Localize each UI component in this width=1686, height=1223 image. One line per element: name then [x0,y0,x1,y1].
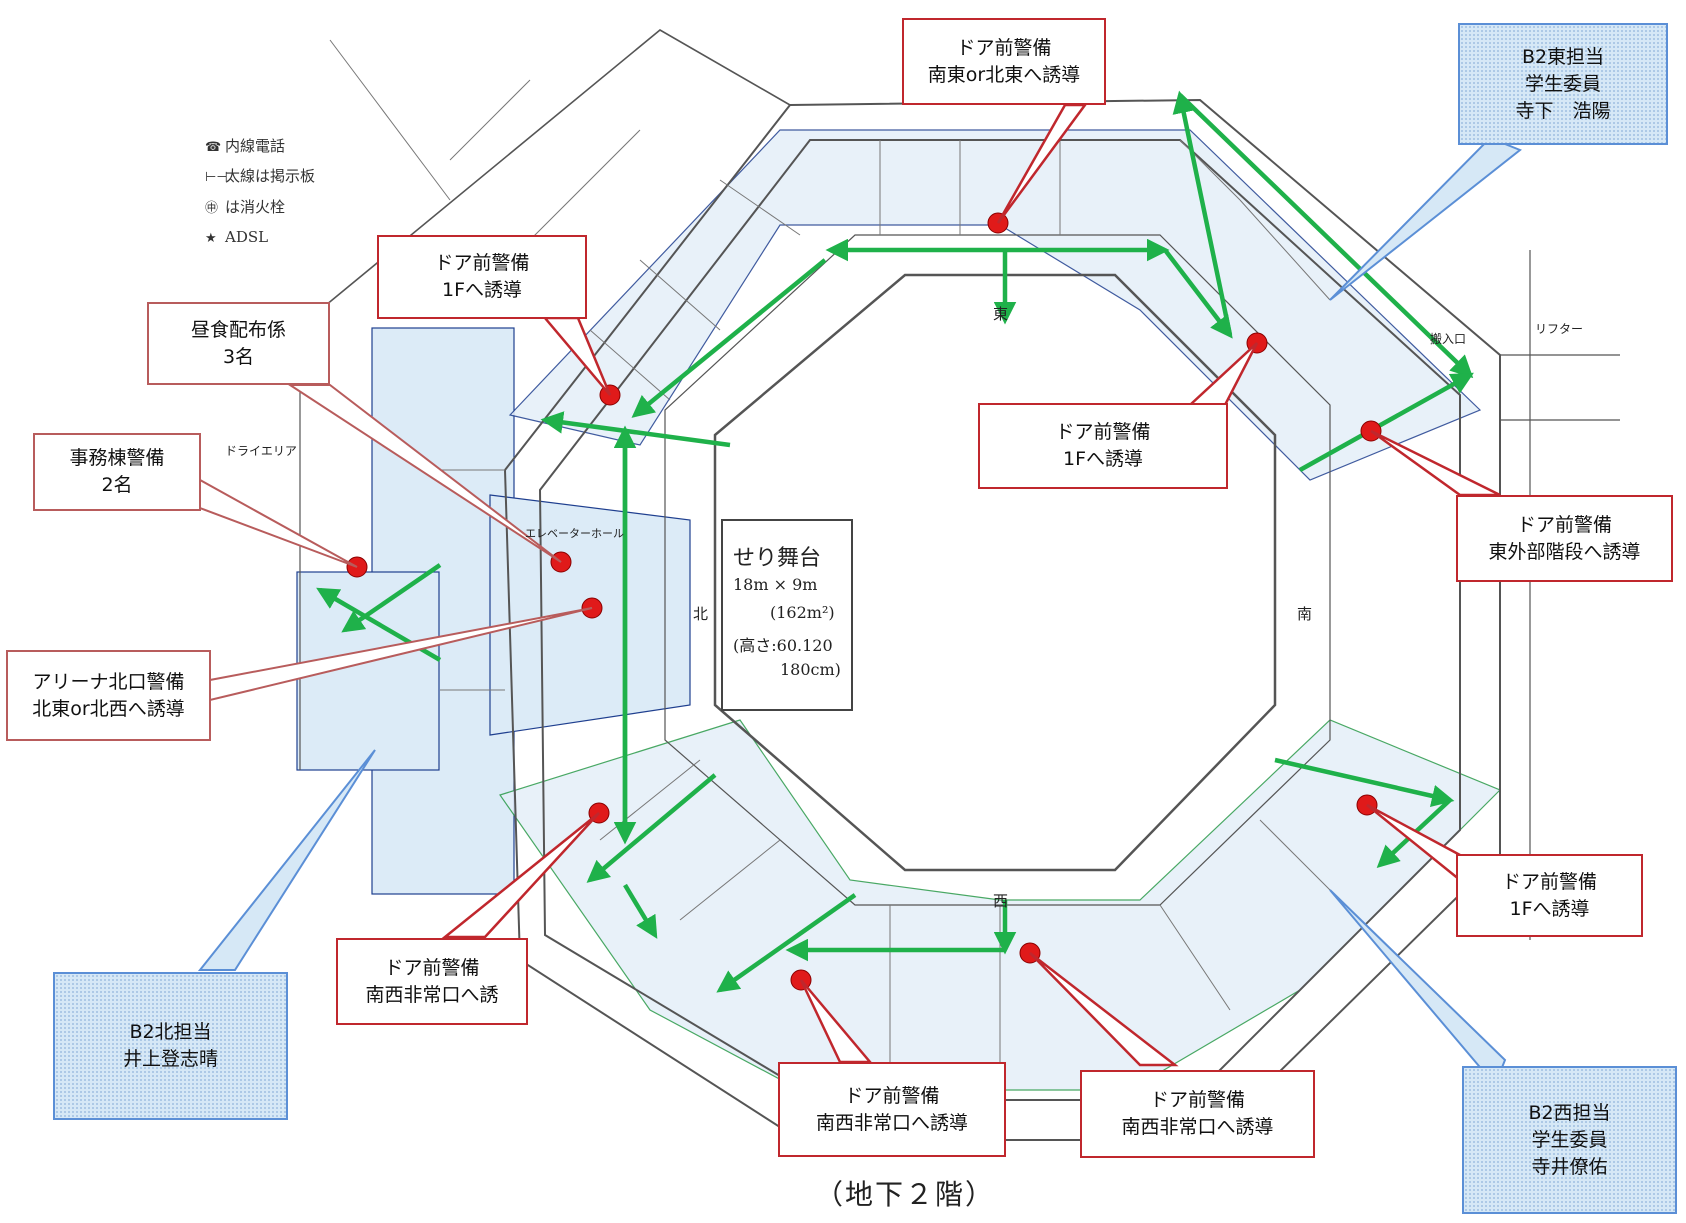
callout-b2-west: B2西担当学生委員寺井僚佑 [1462,1066,1677,1214]
callout-b2-north: B2北担当井上登志晴 [53,972,288,1120]
stage-dims: 18m × 9m [733,575,818,594]
stage-height-2: 180cm) [780,660,841,679]
label-lifter: リフター [1535,322,1584,336]
board-icon: ⊢⊣ [205,170,228,185]
stage-height-1: (高さ:60.120 [733,636,833,655]
label-carry-in: 搬入口 [1430,332,1467,346]
label-north: 北 [693,605,709,623]
callout-pointers-redlite [199,384,593,702]
callout-b2-east: B2東担当学生委員寺下 浩陽 [1458,23,1668,145]
callout-door-sw-mid: ドア前警備南西非常口へ誘導 [778,1062,1006,1157]
star-icon: ★ [205,231,217,246]
label-dry-area: ドライエリア [225,444,297,458]
callout-door-sw-right: ドア前警備南西非常口へ誘導 [1080,1070,1315,1158]
legend-item-adsl: ★ADSL [205,228,269,246]
callout-door-east-stairs: ドア前警備東外部階段へ誘導 [1456,495,1673,582]
callout-pointers-red [441,103,1501,1067]
floor-caption: （地下２階） [815,1178,996,1211]
phone-icon: ☎ [205,140,222,155]
label-elevator-hall: エレベーターホール [525,527,624,540]
legend-item-hydrant: ㊥は消火栓 [205,198,286,216]
stage-area: (162m²) [770,603,835,622]
legend-item-phone: ☎内線電話 [205,137,286,155]
hydrant-icon: ㊥ [205,201,219,216]
callout-door-sw-left: ドア前警備南西非常口へ誘 [336,938,528,1025]
label-south: 南 [1297,605,1313,623]
evacuation-arrows [316,90,1474,993]
callout-arena-north: アリーナ北口警備北東or北西へ誘導 [6,650,211,741]
label-east: 東 [993,305,1009,323]
stage-title: せり舞台 [733,546,822,571]
legend-item-board: ⊢⊣太線は掲示板 [205,167,316,185]
label-west: 西 [993,892,1009,910]
callout-door-top-center: ドア前警備南東or北東へ誘導 [902,18,1106,105]
